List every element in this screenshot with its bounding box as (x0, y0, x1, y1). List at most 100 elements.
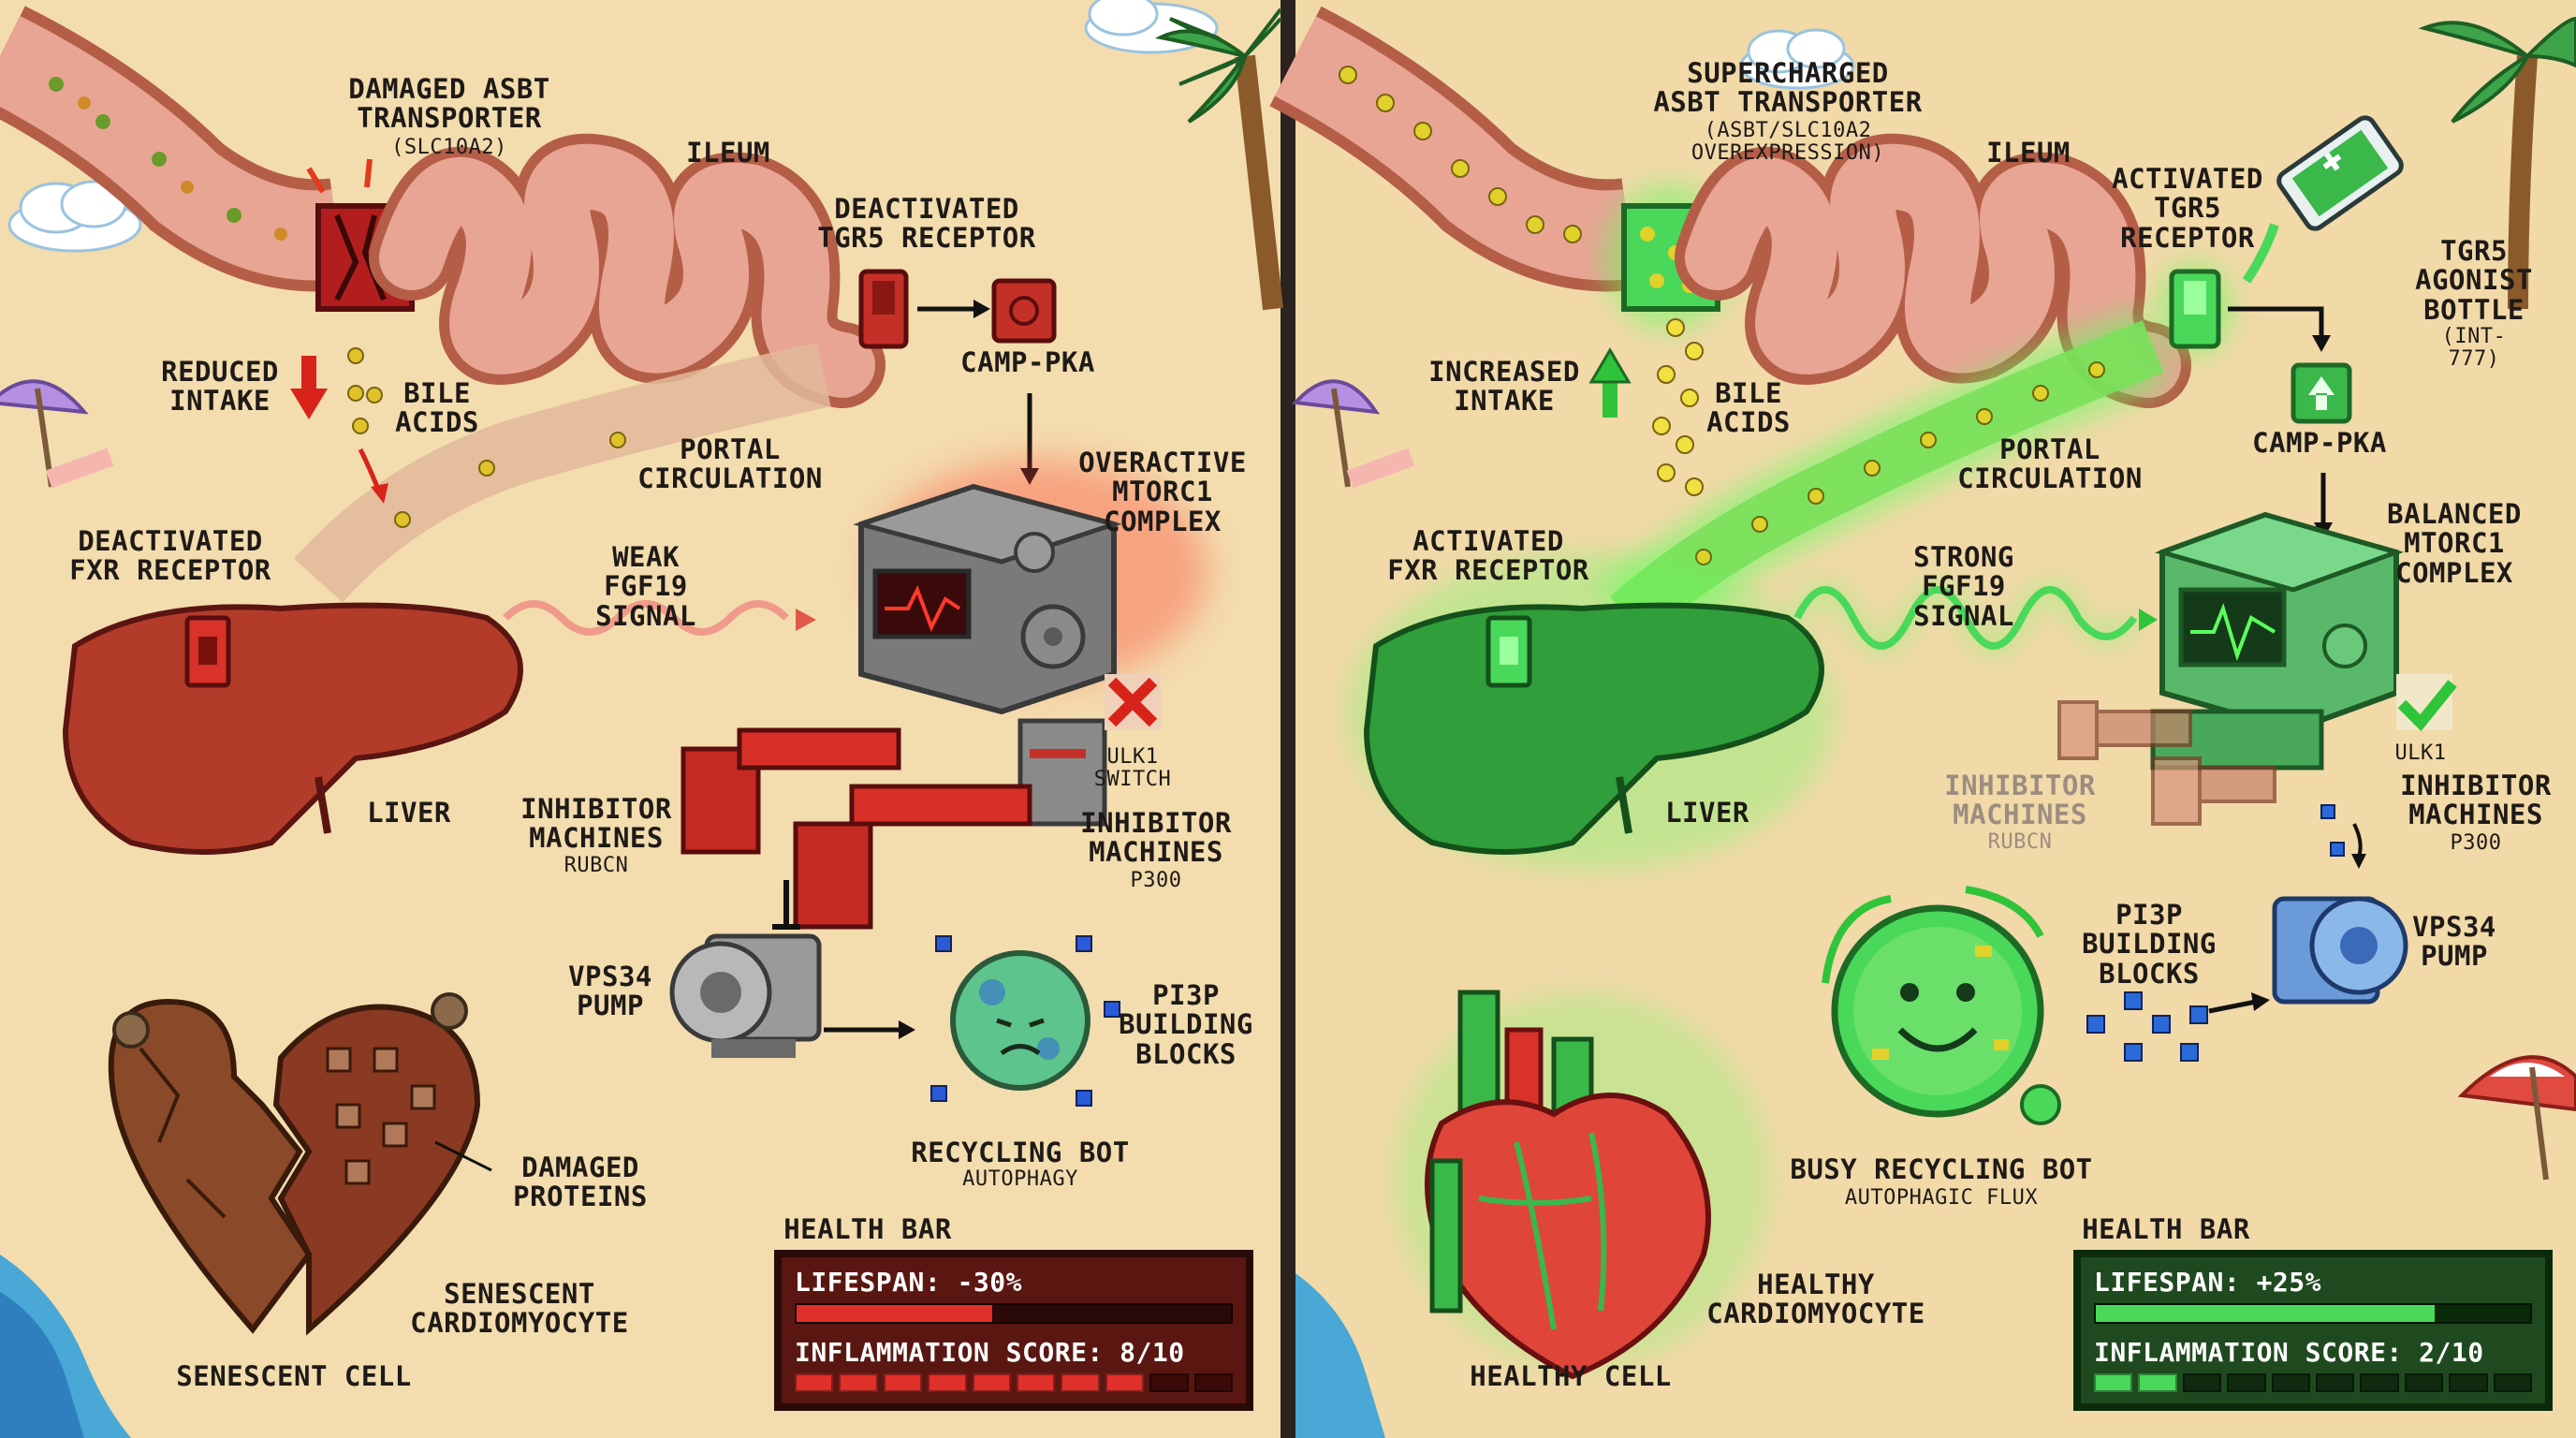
inflammation-text-right: INFLAMMATION SCORE: 2/10 (2094, 1337, 2484, 1368)
label-vps-left: VPS34 PUMP (568, 961, 652, 1022)
label-mtorc-left: OVERACTIVE mTORC1 COMPLEX (1078, 447, 1247, 537)
inflammation-segments-right (2094, 1373, 2533, 1392)
inflammation-segment (2094, 1373, 2133, 1392)
label-healthbar-right: HEALTH BAR (2082, 1213, 2250, 1245)
inflammation-segments-left (795, 1373, 1234, 1392)
label-cardio-right: HEALTHY CARDIOMYOCYTE (1706, 1269, 1925, 1330)
label-bot-right: BUSY RECYCLING BOT (1790, 1153, 2093, 1185)
panel-divider (1281, 0, 1295, 1438)
inhibitor-machine-rubcn (681, 727, 901, 855)
label-ileum-left: ILEUM (686, 137, 770, 169)
label-bile-right: BILE ACIDS (1706, 377, 1791, 439)
gear-icon (1014, 532, 1055, 573)
inhibitor-machines-faded (2057, 700, 2276, 826)
camp-pka-activated (2291, 362, 2352, 424)
label-camp-left: cAMP-PKA (960, 346, 1095, 378)
label-tgr5-right: ACTIVATED TGR5 RECEPTOR (2112, 163, 2263, 254)
inflammation-segment (1149, 1373, 1189, 1392)
lifespan-fill-right (2096, 1305, 2435, 1322)
label-portal-left: PORTAL CIRCULATION (637, 433, 823, 495)
pump-icon (669, 933, 822, 1058)
label-inhib2-right: INHIBITOR MACHINES (2400, 770, 2552, 831)
inhibitor-machine-p300 (793, 784, 1032, 930)
cloud-icon (1739, 28, 1855, 90)
fgf19-wave-strong (1793, 586, 2138, 650)
gear-icon (112, 1011, 150, 1049)
gear-icon (2020, 1084, 2061, 1125)
label-portal-right: PORTAL CIRCULATION (1957, 433, 2143, 495)
inflammation-segment (1061, 1373, 1100, 1392)
health-bar-left: LIFESPAN: -30% INFLAMMATION SCORE: 8/10 (777, 1253, 1251, 1408)
inflammation-segment (2404, 1373, 2444, 1392)
label-inhib2-sub-right: p300 (2450, 831, 2502, 855)
label-transporter-sub-left: (SLC10A2) (391, 136, 507, 159)
label-inhib2-sub-left: p300 (1130, 869, 1182, 892)
inflammation-segment (2449, 1373, 2488, 1392)
label-cardio-left: SENESCENT CARDIOMYOCYTE (410, 1278, 629, 1340)
gear-icon (1020, 604, 1086, 669)
bottle-icon (2242, 115, 2404, 284)
pump-icon (2272, 896, 2408, 1005)
label-ulk-right: ULK1 (2394, 741, 2447, 765)
label-damaged-left: DAMAGED PROTEINS (513, 1152, 648, 1213)
label-bot-sub-right: AUTOPHAGIC FLUX (1844, 1186, 2039, 1210)
label-fxr-left: DEACTIVATED FXR RECEPTOR (69, 525, 271, 587)
label-vps-right: VPS34 PUMP (2412, 911, 2496, 973)
lifespan-text-right: LIFESPAN: +25% (2094, 1267, 2322, 1298)
inflammation-segment (883, 1373, 923, 1392)
liver-icon (62, 602, 523, 855)
inflammation-segment (1017, 1373, 1056, 1392)
label-inhib1-right: INHIBITOR MACHINES (1944, 770, 2096, 831)
inflammation-segment (2271, 1373, 2311, 1392)
gear-icon (2322, 624, 2367, 668)
label-intake-left: REDUCED INTAKE (161, 356, 279, 418)
label-liver-right: LIVER (1665, 797, 1749, 829)
label-cell-right: HEALTHY CELL (1470, 1360, 1672, 1392)
label-healthbar-left: HEALTH BAR (783, 1213, 952, 1245)
label-pi3p-right: PI3P BUILDING BLOCKS (2082, 899, 2217, 990)
tgr5-receptor-activated (2169, 269, 2221, 349)
inflammation-segment (795, 1373, 834, 1392)
heart-icon (108, 998, 481, 1336)
label-bile-left: BILE ACIDS (395, 377, 479, 439)
label-camp-right: cAMP-PKA (2252, 427, 2387, 459)
inflammation-segment (928, 1373, 967, 1392)
label-cell-left: SENESCENT CELL (176, 1360, 412, 1392)
beach-umbrella-icon (2457, 1055, 2576, 1181)
up-arrow-icon (1588, 347, 1632, 418)
label-bottle-right: TGR5 AGONIST BOTTLE (2415, 235, 2533, 326)
lifespan-fill-left (797, 1305, 992, 1322)
liver-icon (1363, 602, 1824, 855)
gear-icon (431, 992, 468, 1030)
recycling-bot-sad (950, 950, 1090, 1091)
palm-tree-icon (1154, 7, 1283, 311)
label-inhib1-sub-left: RUBCN (564, 854, 629, 877)
inflammation-segment (2360, 1373, 2399, 1392)
down-arrow-icon (290, 356, 328, 419)
heart-icon (1425, 990, 1711, 1380)
inflammation-segment (2227, 1373, 2266, 1392)
inflammation-text-left: INFLAMMATION SCORE: 8/10 (795, 1337, 1185, 1368)
inflammation-segment (2182, 1373, 2222, 1392)
fgf19-wave-weak (503, 600, 789, 636)
cloud-icon (7, 180, 142, 253)
lifespan-bar-left (795, 1303, 1233, 1324)
label-fxr-right: ACTIVATED FXR RECEPTOR (1387, 525, 1589, 587)
label-pi3p-left: PI3P BUILDING BLOCKS (1119, 979, 1253, 1070)
inflammation-segment (2138, 1373, 2177, 1392)
label-inhib2-left: INHIBITOR MACHINES (1080, 807, 1232, 869)
label-fgf-left: WEAK FGF19 SIGNAL (595, 541, 696, 632)
portal-circulation-left (293, 342, 831, 603)
label-mtorc-right: BALANCED mTORC1 COMPLEX (2387, 498, 2522, 589)
label-transporter-right: SUPERCHARGED ASBT TRANSPORTER (1653, 57, 1923, 119)
label-inhib1-sub-right: RUBCN (1987, 830, 2053, 854)
health-bar-right: LIFESPAN: +25% INFLAMMATION SCORE: 2/10 (2076, 1253, 2550, 1408)
label-ileum-right: ILEUM (1986, 137, 2071, 169)
label-tgr5-left: DEACTIVATED TGR5 RECEPTOR (817, 193, 1036, 255)
red-x-icon (1105, 674, 1161, 730)
beach-umbrella-icon (1291, 379, 1415, 489)
green-check-icon (2396, 674, 2457, 731)
lifespan-bar-right (2094, 1303, 2532, 1324)
